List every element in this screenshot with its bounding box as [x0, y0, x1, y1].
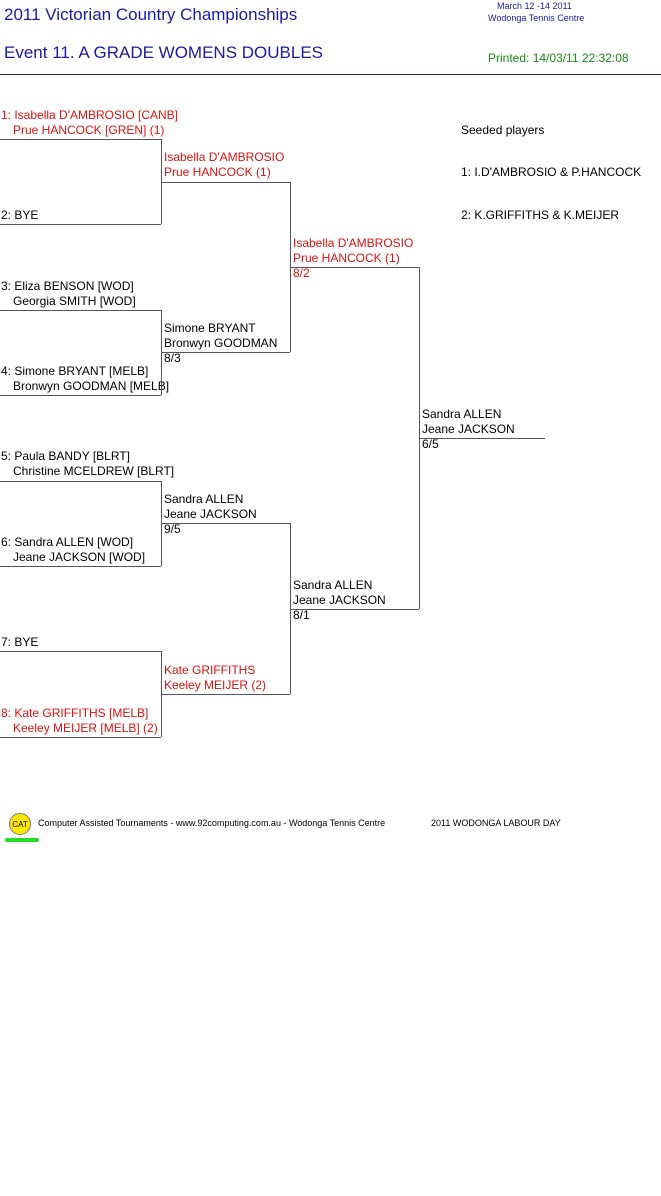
- winner-line2: Jeane JACKSON: [164, 507, 257, 521]
- entry-line1: 8: Kate GRIFFITHS [MELB]: [1, 706, 149, 720]
- entry-line1: 1: Isabella D'AMBROSIO [CANB]: [1, 108, 179, 122]
- bracket-line: [0, 481, 161, 482]
- seeded-heading: Seeded players: [461, 123, 545, 137]
- bracket-line: [0, 566, 161, 567]
- entry-line2: Christine MCELDREW [BLRT]: [13, 464, 175, 478]
- entry-line2: Prue HANCOCK [GREN] (1): [13, 123, 165, 137]
- entry-line1: 6: Sandra ALLEN [WOD]: [1, 535, 134, 549]
- winner-line1: Sandra ALLEN: [293, 578, 373, 592]
- bracket-line: [419, 438, 545, 439]
- bracket-line: [161, 352, 290, 353]
- bracket-line: [0, 310, 161, 311]
- winner-line1: Sandra ALLEN: [422, 407, 502, 421]
- winner-line2: Bronwyn GOODMAN: [164, 336, 278, 350]
- seeded-item: 1: I.D'AMBROSIO & P.HANCOCK: [461, 165, 642, 179]
- match-score: 8/3: [164, 351, 181, 365]
- entry-line1: 3: Eliza BENSON [WOD]: [1, 279, 134, 293]
- entry-line1: 7: BYE: [1, 635, 39, 649]
- cat-logo-text: CAT: [12, 820, 28, 829]
- page-title: 2011 Victorian Country Championships: [4, 5, 298, 24]
- tournament-venue: Wodonga Tennis Centre: [488, 13, 585, 23]
- entry-line2: Bronwyn GOODMAN [MELB]: [13, 379, 170, 393]
- entry-line2: Georgia SMITH [WOD]: [13, 294, 136, 308]
- logo-underline: [5, 838, 39, 842]
- winner-line1: Sandra ALLEN: [164, 492, 244, 506]
- entry-line2: Jeane JACKSON [WOD]: [13, 550, 146, 564]
- winner-line1: Simone BRYANT: [164, 321, 256, 335]
- cat-logo: CAT: [9, 813, 31, 835]
- entry-line1: 4: Simone BRYANT [MELB]: [1, 364, 149, 378]
- match-score: 6/5: [422, 437, 439, 451]
- winner-line2: Jeane JACKSON: [422, 422, 515, 436]
- bracket-line: [290, 609, 419, 610]
- bracket-line: [161, 182, 290, 183]
- bracket-line: [0, 651, 161, 652]
- bracket-line: [0, 224, 161, 225]
- seeded-item: 2: K.GRIFFITHS & K.MEIJER: [461, 208, 620, 222]
- footer-event-name: 2011 WODONGA LABOUR DAY: [431, 818, 561, 828]
- match-score: 9/5: [164, 522, 181, 536]
- winner-line1: Kate GRIFFITHS: [164, 663, 256, 677]
- winner-line2: Prue HANCOCK (1): [293, 251, 400, 265]
- bracket-line: [0, 139, 161, 140]
- winner-line2: Jeane JACKSON: [293, 593, 386, 607]
- bracket-line: [161, 694, 290, 695]
- winner-line1: Isabella D'AMBROSIO: [293, 236, 414, 250]
- entry-line1: 2: BYE: [1, 208, 39, 222]
- header-divider: [0, 74, 661, 75]
- entry-line2: Keeley MEIJER [MELB] (2): [13, 721, 158, 735]
- bracket-line: [290, 523, 291, 694]
- bracket-line: [161, 523, 290, 524]
- tournament-dates: March 12 -14 2011: [497, 1, 572, 11]
- event-title: Event 11. A GRADE WOMENS DOUBLES: [4, 43, 324, 62]
- winner-line2: Keeley MEIJER (2): [164, 678, 267, 692]
- entry-line1: 5: Paula BANDY [BLRT]: [1, 449, 130, 463]
- bracket-line: [0, 737, 161, 738]
- winner-line1: Isabella D'AMBROSIO: [164, 150, 285, 164]
- bracket-line: [290, 267, 419, 268]
- footer-credit: Computer Assisted Tournaments - www.92co…: [38, 818, 386, 828]
- match-score: 8/1: [293, 608, 310, 622]
- winner-line2: Prue HANCOCK (1): [164, 165, 271, 179]
- printed-timestamp: Printed: 14/03/11 22:32:08: [488, 51, 629, 65]
- bracket-line: [161, 139, 162, 224]
- match-score: 8/2: [293, 266, 310, 280]
- bracket-line: [0, 395, 161, 396]
